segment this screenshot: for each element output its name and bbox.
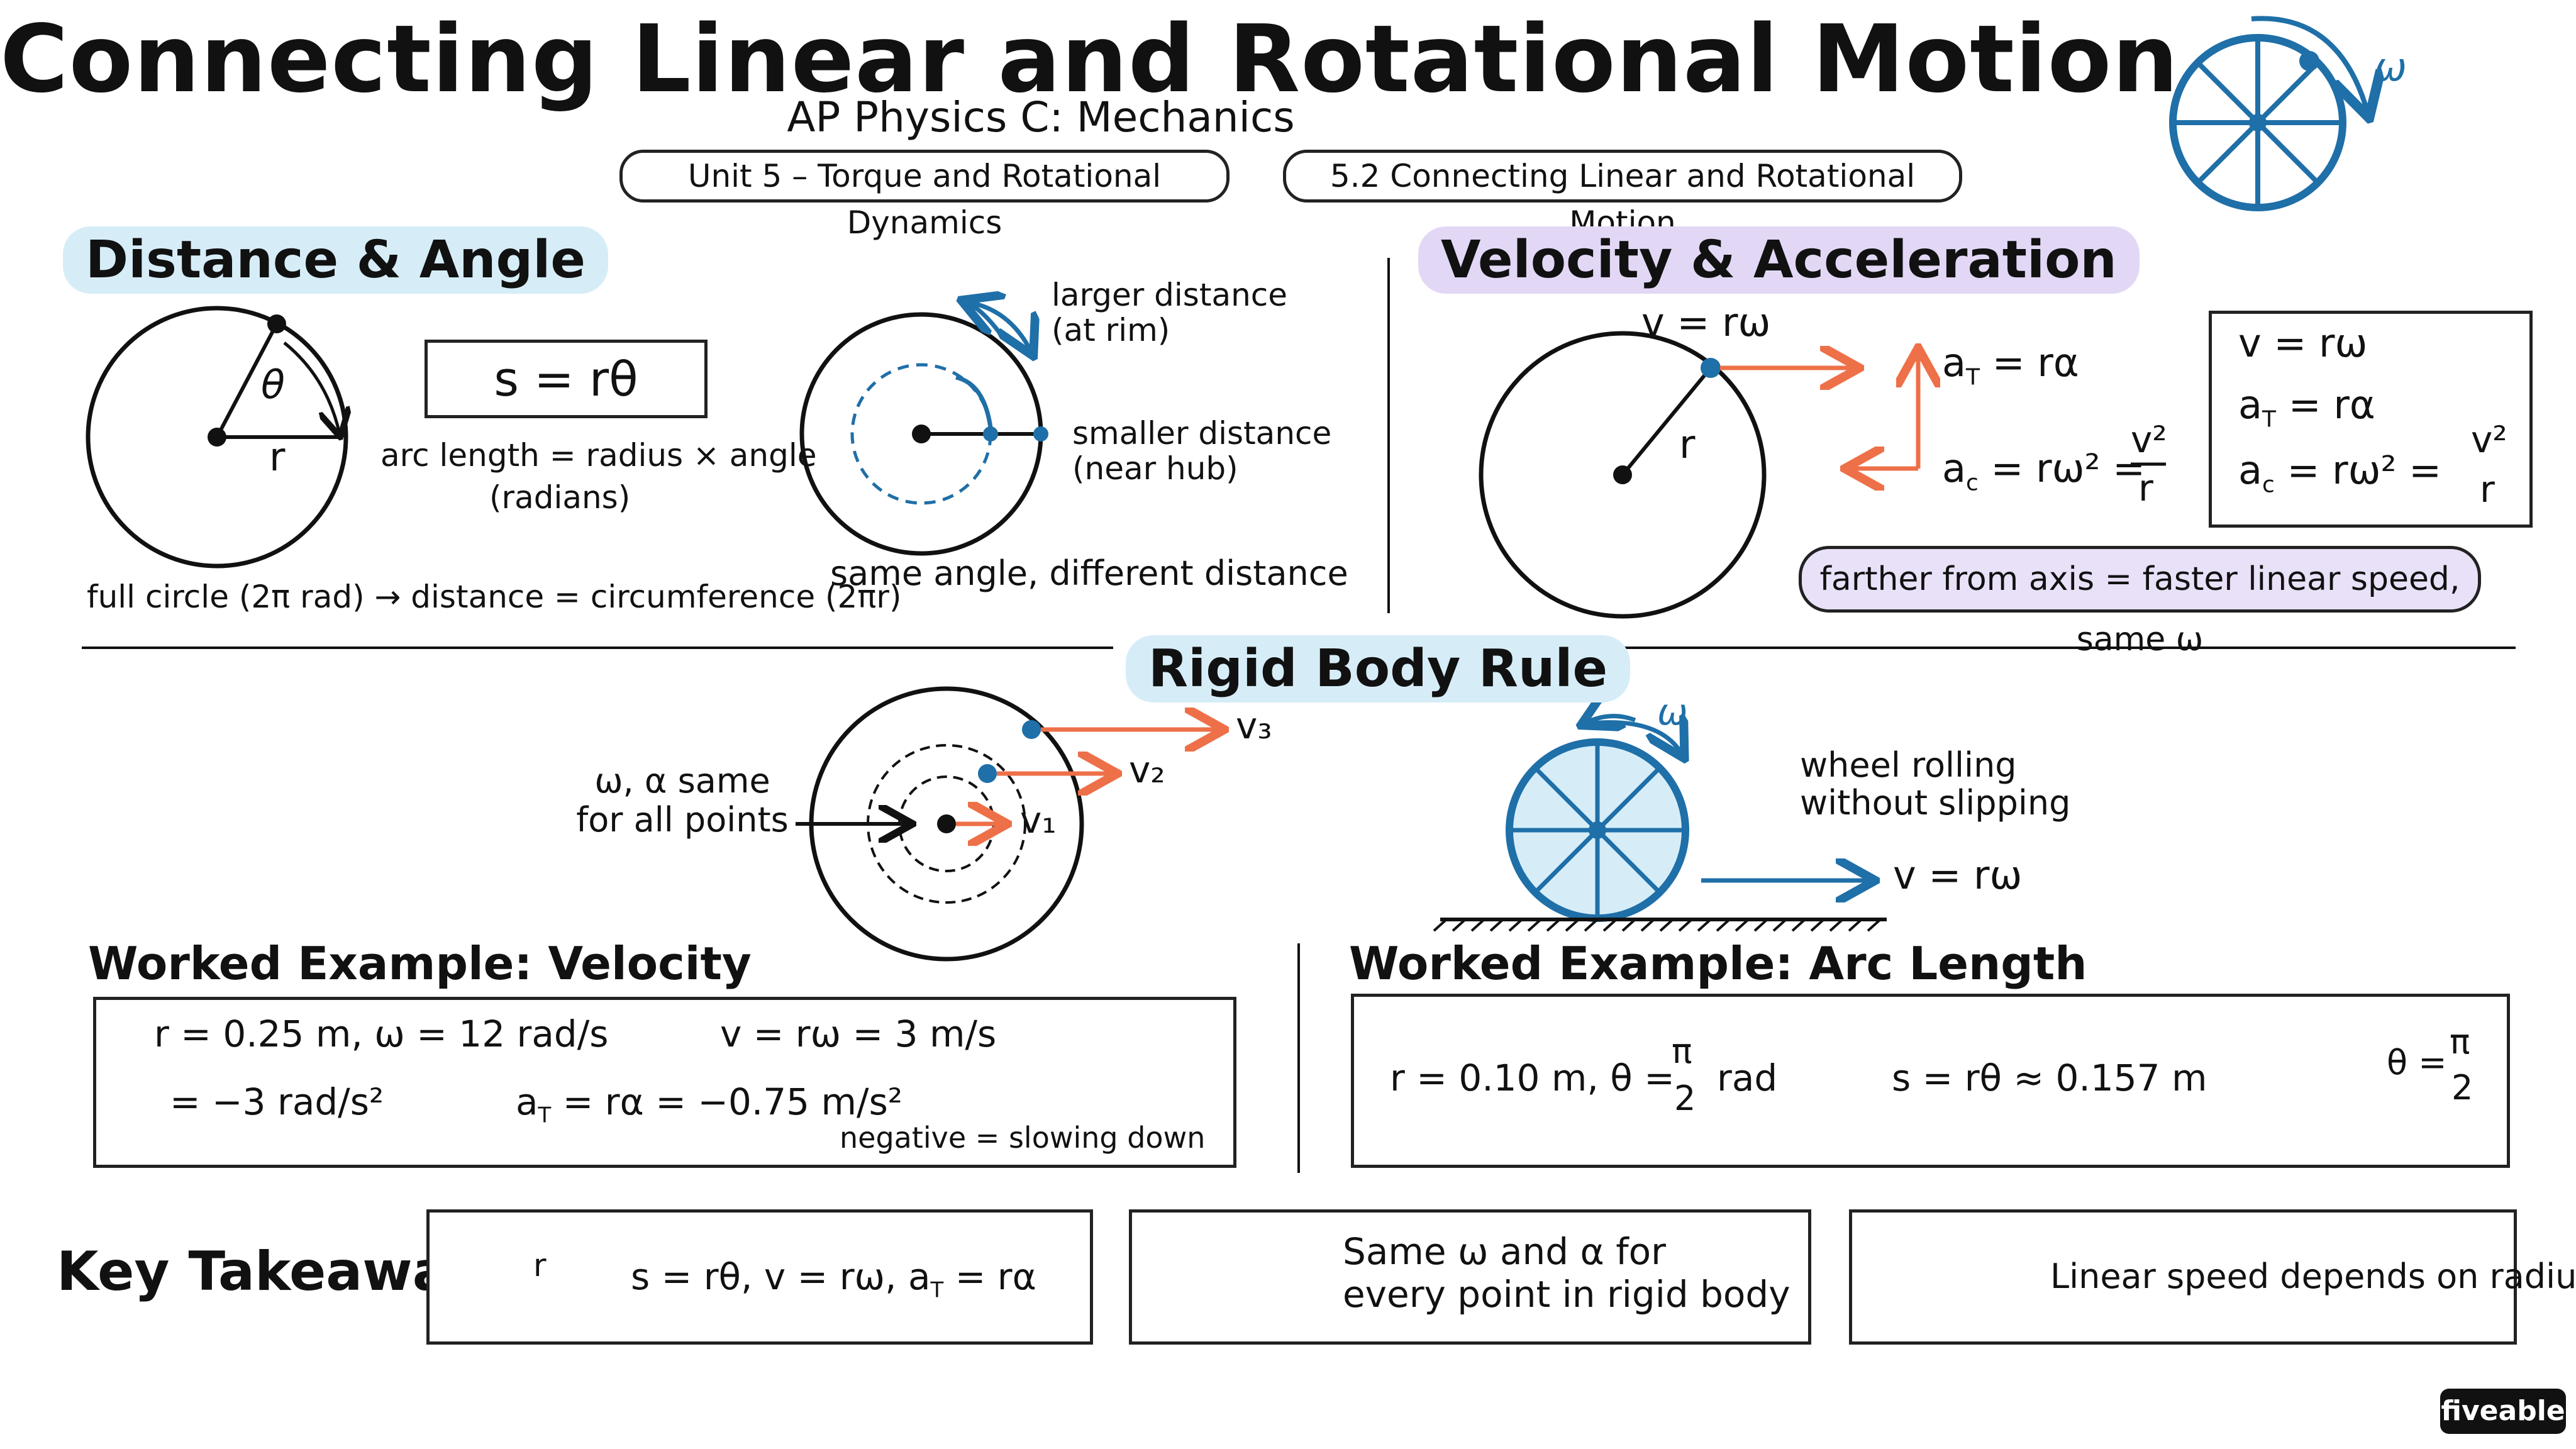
same-for-all-2: for all points — [576, 800, 789, 840]
box-ac-value: = rω² = — [2287, 447, 2442, 493]
wv-line2-given: = −3 rad/s² — [170, 1080, 384, 1123]
rolling-label-1: wheel rolling — [1800, 745, 2017, 785]
velocity-r-label: r — [1679, 421, 1696, 467]
theta-label: θ — [261, 362, 285, 408]
ac-fraction-den: r — [2138, 467, 2153, 509]
box-ac-eq: ac = rω² = — [2238, 447, 2442, 498]
wa-unit: rad — [1717, 1057, 1778, 1099]
takeaway-2-line1: Same ω and α for — [1343, 1230, 1666, 1273]
larger-distance-1: larger distance — [1052, 277, 1288, 313]
rigid-body-diagram — [796, 686, 1220, 962]
box-fraction-den: r — [2480, 468, 2495, 511]
velocity-circle-diagram — [1479, 331, 1918, 619]
same-angle-diagram — [799, 302, 1048, 556]
takeaway-card-1: s = rθ, v = rω, aT = rα r — [426, 1209, 1093, 1345]
wa-theta-num: π — [2450, 1022, 2470, 1062]
smaller-distance-1: smaller distance — [1072, 415, 1332, 452]
same-for-all-1: ω, α same — [594, 761, 770, 801]
wv-line1-given: r = 0.25 m, ω = 12 rad/s — [154, 1013, 609, 1055]
wv-line2-result-value: = rα = −0.75 m/s² — [562, 1080, 903, 1123]
ac-label: ac = rω² = — [1942, 445, 2146, 496]
wa-given: r = 0.10 m, θ = — [1390, 1057, 1675, 1099]
v1-label: v₁ — [1020, 799, 1057, 841]
wv-note: negative = slowing down — [840, 1121, 1206, 1155]
logo-omega-label: ω — [2374, 44, 2407, 90]
velocity-formula-box: v = rω aT = rα ac = rω² = v² r — [2209, 311, 2533, 528]
angle-circle-diagram — [86, 306, 346, 569]
worked-arc-box — [1351, 994, 2510, 1168]
worked-arc-heading: Worked Example: Arc Length — [1349, 937, 2087, 990]
distance-angle-heading: Distance & Angle — [63, 226, 608, 294]
takeaway-card-2: Same ω and α for every point in rigid bo… — [1129, 1209, 1811, 1345]
box-aT-eq: aT = rα — [2238, 382, 2375, 433]
rolling-wheel-diagram — [1433, 716, 1887, 932]
same-angle-caption: same angle, different distance — [830, 553, 1348, 593]
page-subtitle: AP Physics C: Mechanics — [787, 93, 1295, 142]
v-equals-rw-label: v = rω — [1641, 299, 1771, 345]
worked-velocity-heading: Worked Example: Velocity — [88, 937, 752, 990]
larger-distance-2: (at rim) — [1052, 312, 1170, 348]
v2-label: v₂ — [1129, 748, 1165, 791]
aT-equation: = rα — [1992, 340, 2079, 386]
velocity-acceleration-heading: Velocity & Acceleration — [1418, 226, 2140, 294]
takeaway-1-text: s = rθ, v = rω, aT = rα — [631, 1255, 1036, 1303]
r-label: r — [269, 434, 286, 480]
ac-equation: = rω² = — [1990, 445, 2146, 491]
logo-wheel-icon — [2169, 16, 2368, 211]
worked-velocity-box — [93, 997, 1236, 1168]
box-aT-value: = rα — [2288, 382, 2375, 428]
wa-fraction-den: 2 — [1674, 1079, 1696, 1118]
unit-pill: Unit 5 – Torque and Rotational Dynamics — [619, 150, 1230, 241]
full-circle-note: full circle (2π rad) → distance = circum… — [87, 579, 902, 615]
box-v-eq: v = rω — [2238, 320, 2368, 366]
ac-fraction-num: v² — [2131, 418, 2167, 461]
farther-from-axis-note: farther from axis = faster linear speed,… — [1799, 546, 2481, 658]
rolling-omega-label: ω — [1657, 691, 1688, 733]
topic-pill: 5.2 Connecting Linear and Rotational Mot… — [1283, 150, 1962, 241]
wa-theta-label: θ = — [2387, 1043, 2447, 1082]
smaller-distance-2: (near hub) — [1072, 450, 1238, 487]
wa-theta-den: 2 — [2451, 1068, 2473, 1108]
fiveable-logo: fiveable — [2440, 1389, 2566, 1434]
takeaway-3-text: Linear speed depends on radius — [2050, 1257, 2576, 1296]
rigid-body-heading: Rigid Body Rule — [1126, 635, 1631, 702]
wa-result: s = rθ ≈ 0.157 m — [1892, 1057, 2207, 1099]
takeaway-2-line2: every point in rigid body — [1343, 1273, 1790, 1316]
arc-formula-box: s = rθ — [425, 340, 708, 418]
page-title: Connecting Linear and Rotational Motion — [0, 5, 2179, 113]
arc-caption-1: arc length = radius × angle — [380, 437, 817, 474]
arc-caption-2: (radians) — [489, 479, 631, 516]
wa-fraction-num: π — [1672, 1031, 1692, 1071]
rolling-label-2: without slipping — [1800, 783, 2071, 823]
takeaway-1-formula: s = rθ, v = rω, — [631, 1255, 897, 1298]
rolling-v-eq: v = rω — [1893, 852, 2023, 898]
takeaway-card-3: Linear speed depends on radius — [1849, 1209, 2576, 1345]
wv-line1-result: v = rω = 3 m/s — [720, 1013, 997, 1055]
aT-label: aT = rα — [1942, 340, 2079, 391]
wv-line2-result: aT = rα = −0.75 m/s² — [516, 1080, 903, 1128]
takeaway-1-r: r — [533, 1247, 547, 1284]
v3-label: v₃ — [1236, 704, 1272, 747]
box-fraction-num: v² — [2471, 418, 2507, 461]
